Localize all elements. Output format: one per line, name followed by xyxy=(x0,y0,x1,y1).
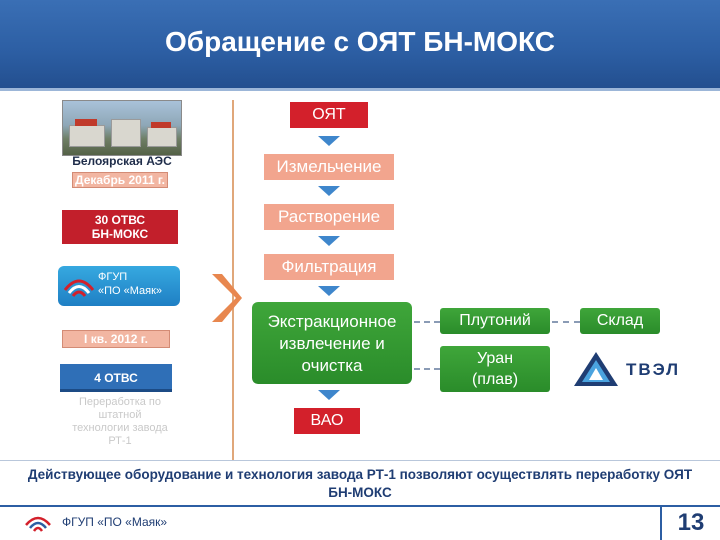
tvel-logo-text: ТВЭЛ xyxy=(626,360,681,379)
conclusion-text: Действующее оборудование и технология за… xyxy=(27,467,693,500)
mayak-logo-icon xyxy=(63,279,95,297)
arrow-down-icon xyxy=(318,236,340,246)
conclusion-divider xyxy=(0,460,720,461)
extraction-box: Экстракционное извлечение и очистка xyxy=(252,302,412,384)
date-2: I кв. 2012 г. xyxy=(62,330,170,348)
chevron-right-icon xyxy=(212,274,242,322)
storage-box: Склад xyxy=(580,308,660,334)
plant-date: Декабрь 2011 г. xyxy=(72,172,168,188)
step-dissolution: Растворение xyxy=(264,204,394,230)
footer-divider xyxy=(0,505,720,507)
step-filtration: Фильтрация xyxy=(264,254,394,280)
processing-note: Переработка по штатной технологии завода… xyxy=(72,396,168,447)
mayak-logo-text: ФГУП «ПО «Маяк» xyxy=(98,271,163,297)
header-divider xyxy=(0,88,720,91)
uranium-box: Уран (плав) xyxy=(440,346,550,392)
page-title: Обращение с ОЯТ БН-МОКС xyxy=(165,26,555,57)
waste-hlw: ВАО xyxy=(294,408,360,434)
plant-label: Белоярская АЭС xyxy=(72,154,172,168)
plant-photo xyxy=(62,100,182,156)
arrow-down-icon xyxy=(318,390,340,400)
connector-line xyxy=(414,368,440,370)
input-ovt: ОЯТ xyxy=(290,102,368,128)
page-number: 13 xyxy=(660,505,720,540)
arrow-down-icon xyxy=(318,136,340,146)
connector-line xyxy=(552,321,580,323)
assemblies-box-1: 30 ОТВС БН-МОКС xyxy=(62,210,178,244)
title-bar: Обращение с ОЯТ БН-МОКС xyxy=(0,0,720,88)
footer-org: ФГУП «ПО «Маяк» xyxy=(62,515,168,529)
mayak-footer-logo-icon xyxy=(25,516,51,532)
connector-line xyxy=(414,321,440,323)
assemblies-box-2: 4 ОТВС xyxy=(60,364,172,392)
tvel-logo-icon xyxy=(574,352,618,386)
arrow-down-icon xyxy=(318,286,340,296)
mayak-logo-badge: ФГУП «ПО «Маяк» xyxy=(58,266,180,306)
vertical-divider xyxy=(232,100,234,460)
arrow-down-icon xyxy=(318,186,340,196)
plutonium-box: Плутоний xyxy=(440,308,550,334)
step-crushing: Измельчение xyxy=(264,154,394,180)
